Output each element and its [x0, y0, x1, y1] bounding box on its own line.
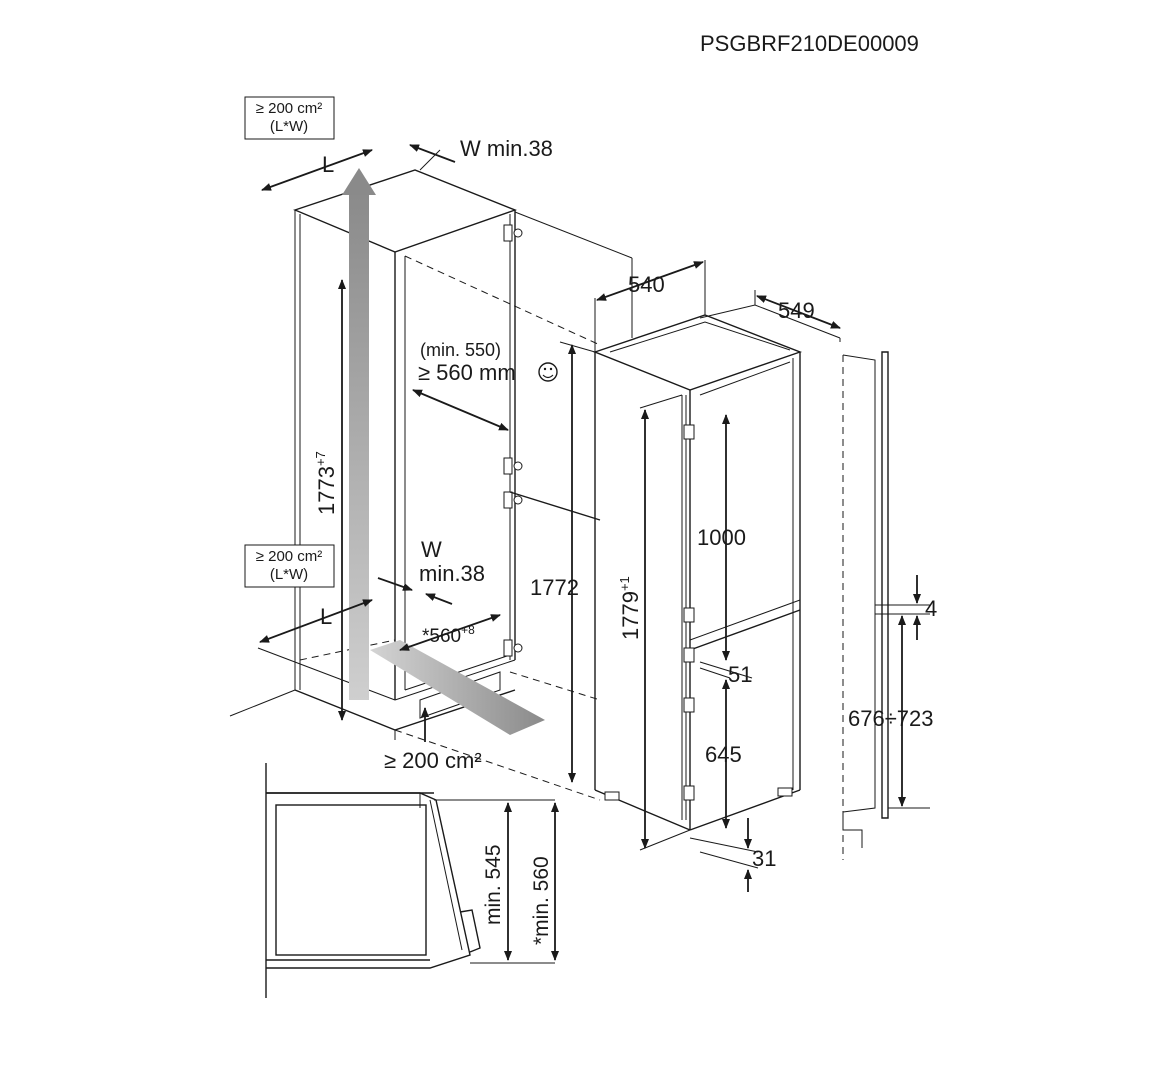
- dim-560-base: [399, 614, 501, 651]
- label-31: 31: [752, 846, 776, 871]
- drawing-code: PSGBRF210DE00009: [700, 31, 919, 56]
- label-549: 549: [778, 298, 815, 323]
- side-profile: [842, 351, 930, 860]
- cabinet-hinge-mid2: [503, 491, 523, 509]
- vent-box-top-line2: (L*W): [270, 118, 308, 135]
- dim-W-top: [409, 144, 456, 163]
- vent-box-bottom-line2: (L*W): [270, 566, 308, 583]
- label-1000: 1000: [697, 525, 746, 550]
- label-min545: min. 545: [482, 844, 505, 925]
- label-560mm: ≥ 560 mm: [418, 360, 516, 385]
- vent-box-bottom-line1: ≥ 200 cm²: [256, 548, 323, 565]
- dim-L-bottom: [259, 599, 373, 643]
- label-min550: (min. 550): [420, 340, 501, 360]
- label-min560: *min. 560: [530, 856, 553, 945]
- label-L-bottom: L: [320, 604, 332, 629]
- vent-box-top-line1: ≥ 200 cm²: [256, 100, 323, 117]
- dim-549: [756, 295, 841, 329]
- airflow-up-arrow: [342, 168, 376, 700]
- smiley-icon: [538, 362, 558, 382]
- dim-L-top: [261, 149, 373, 191]
- label-W-top: W min.38: [460, 136, 553, 161]
- label-4: 4: [925, 596, 937, 621]
- label-1773: 1773+7: [313, 451, 339, 515]
- label-W-mid: W: [421, 537, 442, 562]
- vent-box-bottom: ≥ 200 cm² (L*W): [244, 544, 335, 588]
- cabinet-hinge-mid1: [503, 457, 523, 475]
- label-51: 51: [728, 662, 752, 687]
- label-1779: 1779+1: [617, 576, 643, 640]
- cabinet-hinge-top: [503, 224, 523, 242]
- label-W-mid-min: min.38: [419, 561, 485, 586]
- label-L-top: L: [322, 152, 334, 177]
- airflow-in-arrow: [370, 640, 545, 735]
- label-560-base: *560+8: [422, 623, 475, 647]
- label-676-723: 676÷723: [848, 706, 934, 731]
- dim-560mm: [412, 389, 509, 431]
- vent-box-top: ≥ 200 cm² (L*W): [244, 96, 335, 140]
- label-645: 645: [705, 742, 742, 767]
- niche-cabinet: [229, 169, 633, 801]
- section-view: [265, 763, 555, 998]
- label-1772: 1772: [530, 575, 579, 600]
- dim-540: [596, 261, 704, 301]
- cabinet-hinge-bottom: [503, 639, 523, 657]
- label-540: 540: [628, 272, 665, 297]
- label-vent-bottom: ≥ 200 cm²: [384, 748, 482, 773]
